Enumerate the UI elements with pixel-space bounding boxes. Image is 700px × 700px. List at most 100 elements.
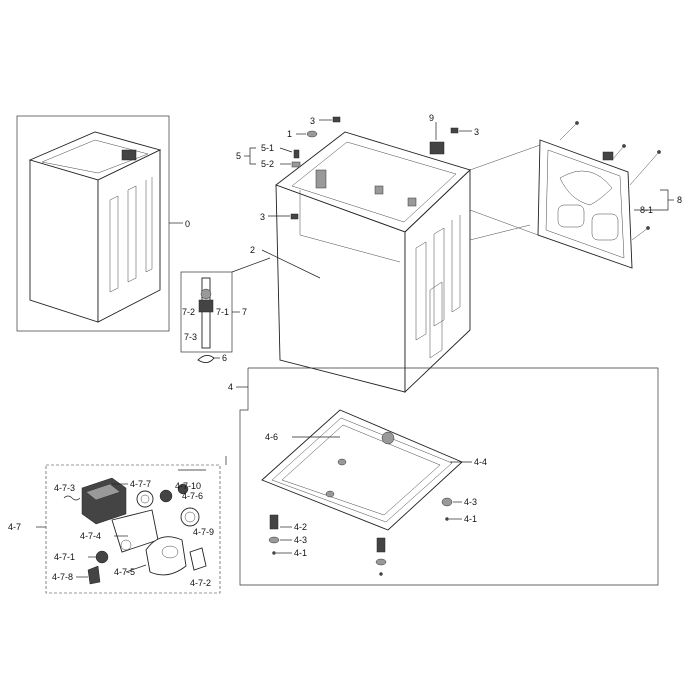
label-4-7-3: 4-7-3: [54, 483, 75, 493]
bracket-8: [660, 189, 669, 211]
hose-assembly: [180, 257, 271, 363]
main-cabinet-side-face: [404, 168, 471, 394]
label-7-3: 7-3: [184, 332, 197, 342]
pump-clip: [189, 547, 207, 571]
label-4-7-8: 4-7-8: [52, 572, 73, 582]
cabinet-side-rib-1: [109, 195, 119, 293]
pump-filter: [159, 489, 173, 503]
cabinet-side-rib-2: [127, 185, 137, 283]
part-3-top: [332, 116, 341, 123]
main-cabinet-top-part: [429, 141, 445, 155]
hose-clamp: [198, 299, 214, 313]
back-panel-embossing-top: [559, 170, 613, 206]
label-8: 8: [677, 195, 682, 205]
pump-seal-ring-inner: [184, 511, 196, 523]
main-cabinet-top-opening: [291, 141, 457, 223]
projection-line-3: [469, 224, 531, 241]
screw-line-3: [629, 151, 660, 186]
leader-2: [261, 249, 321, 279]
base-frame-inner: [281, 424, 441, 516]
part-5-2: [291, 161, 301, 168]
label-3-top: 3: [310, 116, 315, 126]
label-4-4: 4-4: [474, 457, 487, 467]
pump-bracket-hole: [120, 539, 132, 551]
label-4-7-2: 4-7-2: [190, 578, 211, 588]
main-cabinet-side-rib-2: [433, 227, 445, 327]
cabinet-front-face: [29, 159, 99, 323]
main-cabinet-side-rib-1: [415, 241, 427, 341]
foot-nut: [375, 558, 387, 566]
foot-nut-2: [325, 490, 335, 498]
cabinet-assembly-frame: [16, 115, 170, 332]
cabinet-side-rib-3: [145, 177, 153, 273]
cabinet-top-opening: [41, 139, 149, 174]
back-panel-embossing-left: [557, 204, 585, 228]
foot-back-right: [441, 497, 453, 521]
pump-housing: [145, 536, 187, 576]
cabinet-top-part: [121, 149, 137, 161]
label-4-7-10: 4-7-10: [175, 481, 201, 491]
foot-cap: [272, 551, 276, 555]
foot-back-left: [325, 458, 347, 498]
base-assembly: [236, 367, 659, 586]
label-1: 1: [287, 129, 292, 139]
base-frame-pump-mount: [381, 431, 395, 445]
back-panel: [537, 139, 633, 269]
label-6: 6: [222, 353, 227, 363]
label-4-3-left: 4-3: [294, 535, 307, 545]
screw-line-2: [611, 145, 625, 161]
label-4-2: 4-2: [294, 522, 307, 532]
base-frame-middle: [271, 417, 453, 523]
label-5-2: 5-2: [261, 159, 274, 169]
foot-front-left: [268, 514, 280, 555]
label-7-1: 7-1: [216, 307, 229, 317]
cabinet-assembly: [16, 115, 183, 332]
foot-cap: [379, 572, 383, 576]
pump-motor-top: [85, 483, 121, 501]
foot-nut: [441, 497, 453, 507]
screw-line-1: [559, 122, 578, 141]
part-3-right: [450, 127, 459, 134]
main-cabinet-inner-part: [315, 169, 327, 189]
top-small-parts: [244, 116, 472, 220]
back-panel-assembly: [469, 121, 674, 269]
label-4-7-7: 4-7-7: [130, 479, 151, 489]
label-4-6: 4-6: [265, 432, 278, 442]
pump-housing-port: [161, 545, 179, 559]
projection-line-2: [469, 209, 539, 236]
label-4-7: 4-7: [8, 522, 21, 532]
pump-assembly-frame: [45, 464, 221, 594]
part-1: [306, 130, 318, 138]
pump-assembly: [36, 456, 227, 594]
label-4-1-left: 4-1: [294, 548, 307, 558]
foot-nut: [337, 458, 347, 466]
label-4-7-4: 4-7-4: [80, 531, 101, 541]
label-8-1: 8-1: [640, 205, 653, 215]
pump-plug: [87, 565, 101, 585]
main-cabinet-side-rib-3: [451, 215, 461, 313]
main-cabinet-h-slot: [429, 281, 443, 359]
pump-motor: [81, 477, 127, 525]
label-4-7-1: 4-7-1: [54, 552, 75, 562]
foot-screw: [269, 514, 279, 530]
label-2: 2: [250, 245, 255, 255]
screw-line-4: [631, 227, 649, 241]
pump-filter-cap: [136, 490, 154, 508]
cabinet-side-face: [97, 149, 161, 323]
back-panel-inner-frame: [545, 149, 625, 259]
main-cabinet-inner-edge: [299, 190, 401, 263]
label-5: 5: [236, 151, 241, 161]
projection-line-1: [469, 144, 541, 171]
label-0: 0: [185, 219, 190, 229]
pump-filter-knob: [177, 483, 189, 495]
bracket-5: [249, 147, 256, 165]
foot-screw: [376, 537, 386, 553]
main-cabinet: [275, 131, 471, 394]
main-cabinet-inner-bolt: [407, 197, 417, 207]
part-5-1: [293, 149, 300, 159]
label-4-7-9: 4-7-9: [193, 527, 214, 537]
label-4: 4: [228, 382, 233, 392]
pump-wire: [63, 495, 81, 501]
